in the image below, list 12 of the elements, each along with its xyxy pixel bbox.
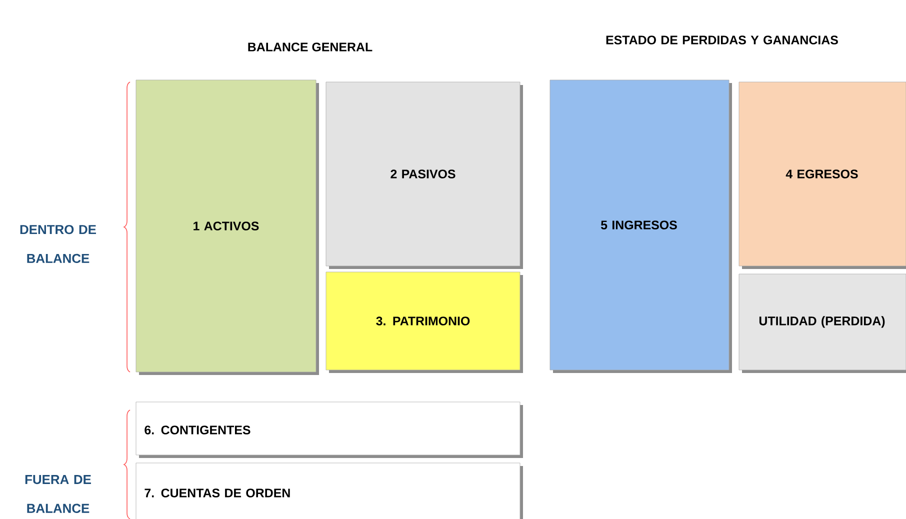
title: BALANCE GENERAL: [248, 42, 372, 52]
account-box: 4 EGRESOS: [738, 82, 906, 269]
account-box: 2 PASIVOS: [326, 82, 523, 269]
group-label: DENTRO DE BALANCE: [20, 224, 96, 264]
account-box: 1 ACTIVOS: [136, 80, 319, 375]
account-box: 5 INGRESOS: [550, 80, 732, 373]
account-box: UTILIDAD (PERDIDA): [738, 274, 906, 373]
account-box: 6. CONTIGENTES: [136, 402, 523, 458]
title: ESTADO DE PERDIDAS Y GANANCIAS: [606, 36, 838, 44]
group-label: FUERA DE BALANCE: [25, 475, 91, 513]
account-box: 7. CUENTAS DE ORDEN: [136, 462, 523, 519]
account-box: 3. PATRIMONIO: [326, 272, 523, 373]
